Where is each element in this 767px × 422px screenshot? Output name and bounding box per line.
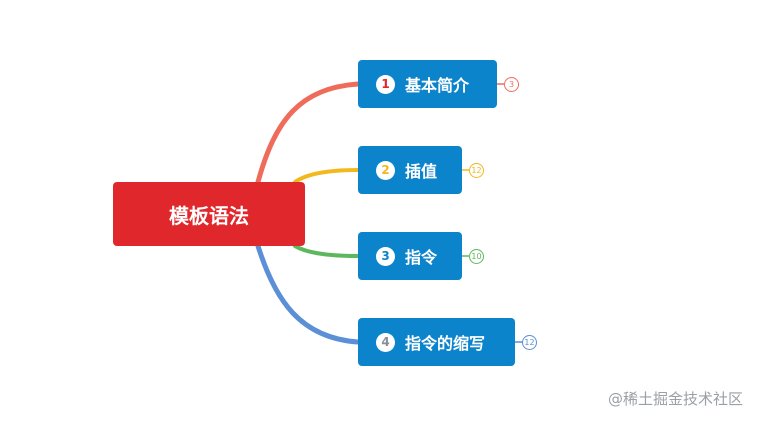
branch-line-3 bbox=[293, 244, 360, 258]
central-topic-label: 模板语法 bbox=[169, 203, 249, 228]
topic-label: 指令的缩写 bbox=[405, 334, 486, 353]
collapsed-count-badge[interactable]: 12 bbox=[469, 163, 484, 178]
collapsed-count-badge[interactable]: 3 bbox=[504, 77, 519, 92]
central-topic[interactable]: 模板语法 bbox=[113, 182, 305, 246]
branch-line-2 bbox=[293, 168, 360, 184]
topic-directives[interactable]: 3 指令 bbox=[358, 232, 462, 280]
collapsed-count-badge[interactable]: 12 bbox=[522, 335, 537, 350]
collapsed-count-badge[interactable]: 10 bbox=[469, 249, 484, 264]
topic-interpolation[interactable]: 2 插值 bbox=[358, 146, 462, 194]
topic-label: 指令 bbox=[405, 248, 438, 267]
topic-label: 基本简介 bbox=[405, 76, 470, 95]
topic-number-marker: 2 bbox=[376, 160, 395, 180]
branch-line-4 bbox=[255, 243, 361, 345]
topic-directive-shorthand[interactable]: 4 指令的缩写 bbox=[358, 318, 515, 366]
watermark: @稀土掘金技术社区 bbox=[608, 390, 744, 408]
topic-number-marker: 1 bbox=[376, 74, 395, 94]
topic-number-marker: 3 bbox=[376, 246, 395, 266]
topic-basic-intro[interactable]: 1 基本简介 bbox=[358, 60, 497, 108]
topic-label: 插值 bbox=[405, 162, 438, 181]
branch-line-1 bbox=[255, 81, 361, 185]
topic-number-marker: 4 bbox=[376, 332, 395, 352]
